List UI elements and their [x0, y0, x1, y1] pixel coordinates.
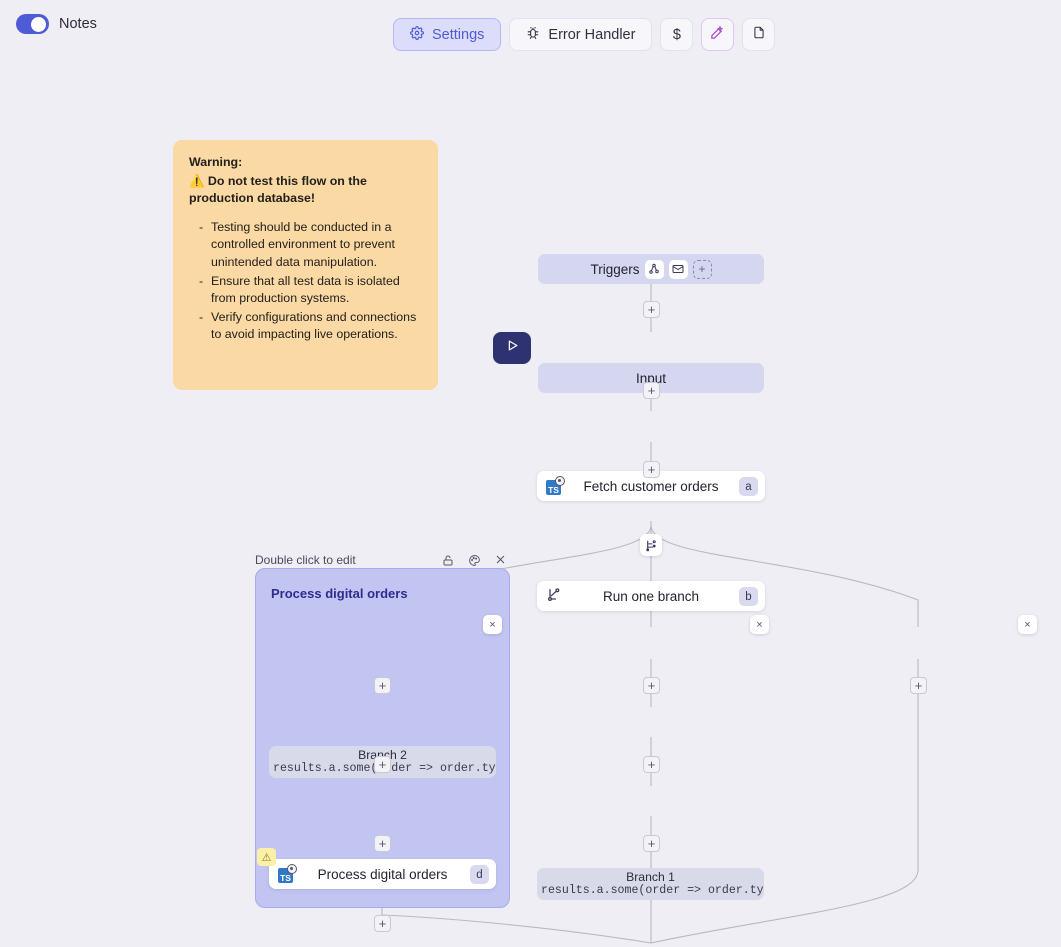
add-step-button[interactable]: +: [374, 756, 391, 773]
dollar-icon: $: [672, 26, 681, 43]
remove-default-branch-button[interactable]: ×: [1018, 615, 1037, 634]
note-headline-text: Do not test this flow on the production …: [189, 173, 367, 206]
toolbar-buttons: Settings Error Handler $: [393, 18, 776, 51]
palette-icon[interactable]: [468, 554, 481, 567]
add-step-button[interactable]: +: [374, 677, 391, 694]
lock-icon[interactable]: [442, 554, 454, 567]
notes-toggle-knob: [31, 16, 46, 32]
notes-toggle[interactable]: [16, 14, 49, 34]
warning-icon: ⚠️: [189, 173, 205, 188]
run-flow-button[interactable]: [493, 332, 531, 364]
node-process-digital-orders-label: Process digital orders: [317, 866, 448, 882]
condition-branch-1-expression: results.a.some(order => order.type: [541, 883, 764, 897]
add-trigger-button[interactable]: +: [692, 259, 712, 279]
list-item: Ensure that all test data is isolated fr…: [199, 273, 422, 308]
file-icon: [752, 25, 766, 44]
error-handler-button[interactable]: Error Handler: [509, 18, 653, 51]
node-triggers[interactable]: Triggers +: [538, 254, 764, 284]
node-triggers-label: Triggers: [590, 261, 640, 277]
magic-button[interactable]: [701, 18, 735, 51]
play-icon: [505, 338, 520, 358]
node-process-digital-orders[interactable]: ⚠ TS Process digital orders d: [257, 848, 496, 889]
warning-icon[interactable]: ⚠: [257, 848, 276, 866]
add-step-button[interactable]: +: [643, 835, 660, 852]
add-step-button[interactable]: +: [643, 382, 660, 399]
condition-branch-1[interactable]: Branch 1 results.a.some(order => order.t…: [537, 868, 764, 900]
add-step-button[interactable]: +: [374, 835, 391, 852]
typescript-icon: TS: [546, 476, 565, 495]
node-run-one-branch-label: Run one branch: [602, 588, 700, 604]
magic-wand-icon: [710, 25, 725, 44]
group-process-digital-orders[interactable]: Process digital orders: [255, 568, 510, 908]
node-letter-badge: d: [470, 865, 489, 884]
close-icon[interactable]: [495, 554, 506, 567]
note-title: Warning:: [189, 155, 243, 169]
node-run-one-branch[interactable]: Run one branch b: [537, 581, 765, 611]
add-step-button[interactable]: +: [643, 677, 660, 694]
branch-split-icon[interactable]: [640, 534, 662, 556]
note-list: Testing should be conducted in a control…: [189, 219, 422, 344]
node-letter-badge: b: [739, 587, 758, 606]
group-edit-hint: Double click to edit: [255, 553, 356, 567]
settings-button[interactable]: Settings: [393, 18, 502, 51]
notes-toggle-group[interactable]: Notes: [16, 14, 97, 34]
cost-button[interactable]: $: [660, 18, 694, 51]
remove-branch-1-button[interactable]: ×: [750, 615, 769, 634]
node-fetch-customer-orders-label: Fetch customer orders: [583, 478, 719, 494]
remove-branch-2-button[interactable]: ×: [483, 615, 502, 634]
top-toolbar: Notes Settings Erro: [0, 0, 1061, 60]
branch-icon: [546, 587, 564, 605]
error-handler-button-label: Error Handler: [548, 26, 636, 43]
list-item: Verify configurations and connections to…: [199, 309, 422, 344]
typescript-icon: TS: [278, 864, 297, 883]
group-title: Process digital orders: [271, 586, 408, 601]
list-item: Testing should be conducted in a control…: [199, 219, 422, 272]
warning-note[interactable]: Warning: ⚠️ Do not test this flow on the…: [173, 140, 438, 390]
add-step-button[interactable]: +: [643, 461, 660, 478]
add-step-button[interactable]: +: [643, 756, 660, 773]
settings-button-label: Settings: [432, 26, 485, 43]
group-toolbar: Double click to edit: [255, 552, 510, 568]
webhook-icon[interactable]: [644, 259, 664, 279]
condition-branch-1-title: Branch 1: [626, 869, 675, 884]
notes-page-button[interactable]: [742, 18, 776, 51]
add-step-button[interactable]: +: [374, 915, 391, 932]
node-letter-badge: a: [739, 477, 758, 496]
notes-toggle-label: Notes: [59, 16, 97, 32]
add-step-button[interactable]: +: [910, 677, 927, 694]
note-headline: ⚠️ Do not test this flow on the producti…: [189, 173, 422, 208]
gear-icon: [410, 25, 424, 44]
bug-icon: [526, 26, 540, 44]
add-step-button[interactable]: +: [643, 301, 660, 318]
email-icon[interactable]: [668, 259, 688, 279]
